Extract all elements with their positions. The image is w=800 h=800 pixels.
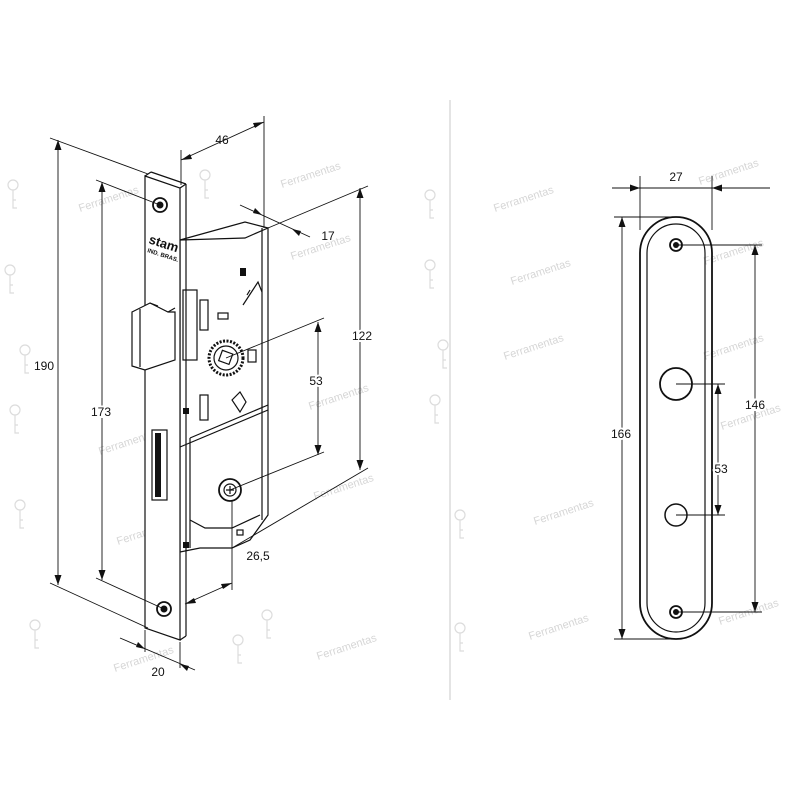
dimension-166-label: 166 <box>611 427 631 441</box>
watermark-key-icon <box>424 259 436 289</box>
cylinder-housing <box>189 404 269 548</box>
watermark-text: Ferramentas <box>502 332 565 363</box>
watermark-layer: Ferramentas Ferramentas Ferramentas Ferr… <box>4 157 783 675</box>
watermark-key-icon <box>14 499 26 529</box>
watermark-text: Ferramentas <box>527 612 590 643</box>
mechanism-rivet <box>236 529 244 536</box>
lock-body-drawing: stam IND. BRAS. 190 173 <box>34 116 374 679</box>
dimension-26-5-label: 26,5 <box>246 549 270 563</box>
watermark-text: Ferramentas <box>509 257 572 288</box>
lever-spring <box>242 280 263 306</box>
mechanism-plate <box>199 299 209 331</box>
dimension-146 <box>676 244 762 613</box>
watermark-key-icon <box>29 619 41 649</box>
dimension-53 <box>225 317 325 491</box>
dimension-190 <box>49 137 149 629</box>
dimension-173 <box>95 179 165 610</box>
mechanism-rivet <box>240 268 246 276</box>
dimension-27-label: 27 <box>669 170 683 184</box>
dimension-20-label: 20 <box>151 665 165 679</box>
dimension-166 <box>614 216 676 640</box>
watermark-key-icon <box>9 404 21 434</box>
dimension-17-label: 17 <box>321 229 335 243</box>
dimension-46-label: 46 <box>215 133 229 147</box>
dimension-53-escutcheon <box>676 383 725 516</box>
dimension-27 <box>612 176 770 230</box>
dimension-53-escutcheon-label: 53 <box>714 462 728 476</box>
watermark-key-icon <box>454 622 466 652</box>
watermark-key-icon <box>232 634 244 664</box>
dimension-20 <box>119 630 196 671</box>
dimension-146-label: 146 <box>745 398 765 412</box>
watermark-key-icon <box>424 189 436 219</box>
escutcheon-drawing: 27 166 146 53 <box>609 170 770 640</box>
lower-lever <box>231 391 247 414</box>
case-divider <box>179 409 269 448</box>
dimension-53-label: 53 <box>309 374 323 388</box>
dimension-17 <box>239 204 311 238</box>
mechanism-pin <box>217 312 229 320</box>
latch-bolt-edge <box>139 302 176 367</box>
dimension-122-label: 122 <box>352 329 372 343</box>
dimension-122 <box>231 185 369 549</box>
escutcheon-inner <box>646 223 706 633</box>
watermark-text: Ferramentas <box>315 632 378 663</box>
watermark-text: Ferramentas <box>697 157 760 188</box>
dimension-46 <box>180 116 265 228</box>
deadbolt-slot-inner <box>155 433 161 497</box>
dimension-26-5 <box>184 500 233 605</box>
faceplate-edge <box>179 183 187 189</box>
watermark-key-icon <box>429 394 441 424</box>
dimension-190-label: 190 <box>34 359 54 373</box>
mechanism-bar <box>199 394 209 421</box>
faceplate-edge <box>150 171 187 185</box>
escutcheon-outer <box>639 216 713 640</box>
watermark-key-icon <box>19 344 31 374</box>
watermark-text: Ferramentas <box>279 160 342 191</box>
watermark-key-icon <box>261 609 273 639</box>
watermark-text: Ferramentas <box>532 497 595 528</box>
latch-guide <box>182 289 198 361</box>
latch-bolt <box>131 302 176 371</box>
watermark-text: Ferramentas <box>77 184 140 215</box>
watermark-key-icon <box>4 264 16 294</box>
lock-case-top-edge <box>179 221 269 241</box>
faceplate-edge <box>179 635 187 641</box>
mechanism-stop <box>247 349 257 363</box>
lock-case <box>179 227 269 553</box>
dimension-173-label: 173 <box>91 405 111 419</box>
watermark-key-icon <box>437 339 449 369</box>
watermark-key-icon <box>199 169 211 199</box>
watermark-text: Ferramentas <box>312 472 375 503</box>
watermark-key-icon <box>7 179 19 209</box>
watermark-key-icon <box>454 509 466 539</box>
watermark-text: Ferramentas <box>492 184 555 215</box>
